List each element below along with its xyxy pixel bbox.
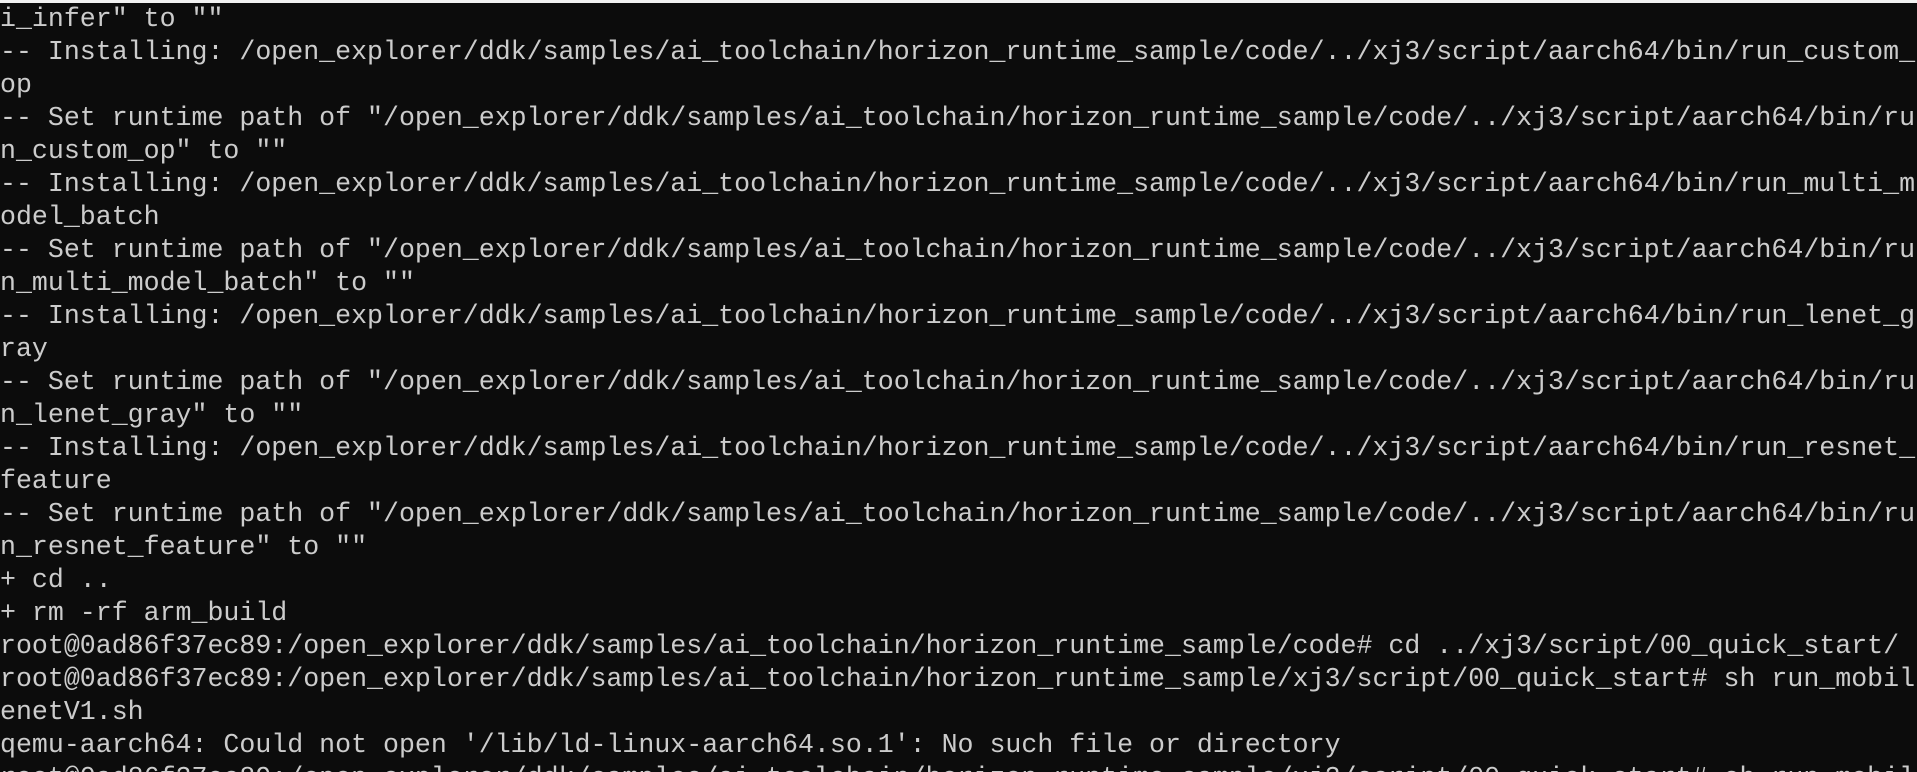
terminal-line: root@0ad86f37ec89:/open_explorer/ddk/sam… [0,631,1900,661]
terminal-line: op [0,70,32,100]
terminal-line: + cd .. [0,565,112,595]
top-edge-bar [0,0,1917,3]
terminal-line: -- Set runtime path of "/open_explorer/d… [0,235,1916,265]
terminal-line: -- Installing: /open_explorer/ddk/sample… [0,301,1916,331]
terminal-line: n_lenet_gray" to "" [0,400,304,430]
terminal-output[interactable]: i_infer" to ""-- Installing: /open_explo… [0,3,1917,772]
terminal-line: n_custom_op" to "" [0,136,288,166]
terminal-line: root@0ad86f37ec89:/open_explorer/ddk/sam… [0,762,1917,772]
terminal-line: enetV1.sh [0,697,144,727]
terminal-line: ray [0,334,48,364]
terminal-line: + rm -rf arm_build [0,598,288,628]
terminal-line: -- Set runtime path of "/open_explorer/d… [0,499,1916,529]
terminal-line: -- Set runtime path of "/open_explorer/d… [0,367,1916,397]
terminal-line: n_resnet_feature" to "" [0,532,368,562]
terminal-line: feature [0,466,112,496]
terminal-line: -- Installing: /open_explorer/ddk/sample… [0,433,1916,463]
terminal-line: odel_batch [0,202,160,232]
terminal-line: n_multi_model_batch" to "" [0,268,415,298]
terminal-line: -- Installing: /open_explorer/ddk/sample… [0,37,1916,67]
terminal-line: -- Installing: /open_explorer/ddk/sample… [0,169,1916,199]
terminal-line: root@0ad86f37ec89:/open_explorer/ddk/sam… [0,664,1916,694]
terminal-line: -- Set runtime path of "/open_explorer/d… [0,103,1916,133]
terminal-line: i_infer" to "" [0,4,224,34]
terminal-line: qemu-aarch64: Could not open '/lib/ld-li… [0,730,1341,760]
